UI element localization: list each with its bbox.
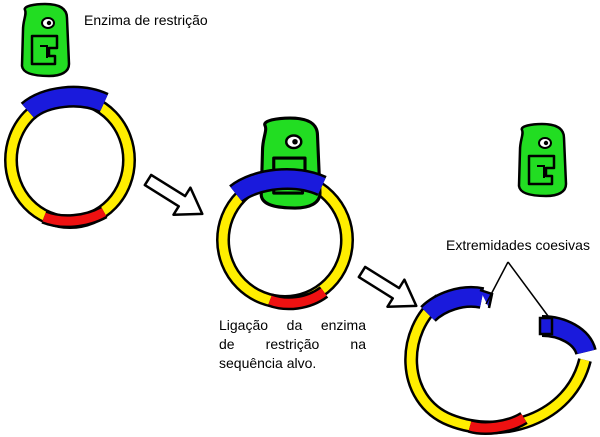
cohesive-ends-pointers bbox=[485, 261, 549, 317]
cohesive-ends-label: Extremidades coesivas bbox=[446, 237, 590, 253]
enzyme-label: Enzima de restrição bbox=[84, 12, 208, 28]
restriction-enzyme-icon bbox=[259, 116, 322, 210]
process-arrow-icon bbox=[352, 257, 427, 321]
process-arrow-icon bbox=[138, 165, 213, 229]
restriction-enzyme-icon bbox=[20, 2, 71, 78]
plasmid-icon bbox=[4, 85, 136, 229]
binding-caption-line: Ligação da enzima bbox=[219, 317, 366, 333]
plasmid-target-sequence bbox=[229, 168, 327, 204]
binding-caption: Ligação da enzima de restrição na sequên… bbox=[219, 316, 366, 373]
binding-caption-line: de restrição na bbox=[219, 336, 366, 352]
restriction-enzyme-icon bbox=[517, 122, 568, 198]
binding-caption-line: sequência alvo. bbox=[219, 355, 317, 371]
cut-plasmid-icon bbox=[404, 286, 597, 435]
